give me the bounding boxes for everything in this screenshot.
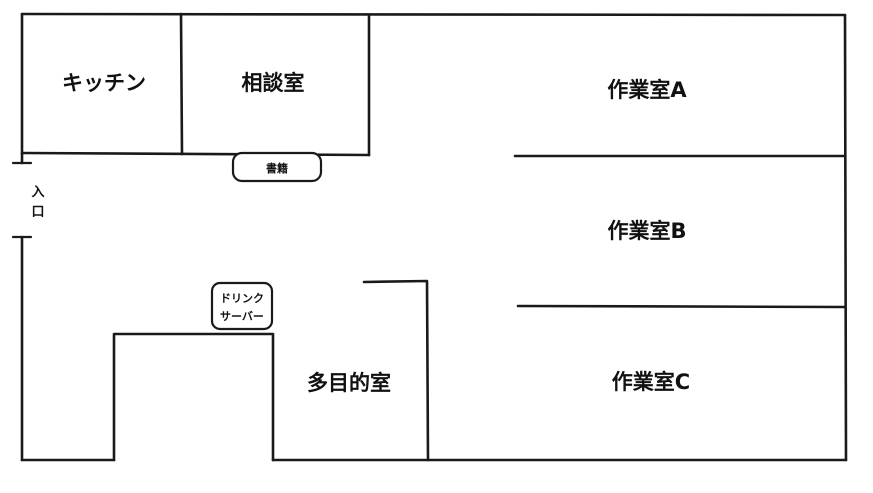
room-label-workroom-a: 作業室A <box>607 78 687 102</box>
entrance-label-char2: 口 <box>31 205 44 220</box>
outer-wall-top <box>20 12 847 17</box>
entrance-label-char1: 入 <box>31 185 44 200</box>
room-label-kitchen: キッチン <box>62 71 146 95</box>
bookshelf-label: 書籍 <box>266 161 288 175</box>
outer-wall-right <box>843 13 848 462</box>
multipurpose-partition <box>362 279 430 462</box>
bookshelf <box>231 151 323 183</box>
room-label-consultation: 相談室 <box>242 71 305 95</box>
kitchen-consultation-divider <box>179 12 184 156</box>
drink-server-label-line2: サーバー <box>220 310 264 323</box>
room-label-workroom-c: 作業室C <box>612 370 690 394</box>
room-label-multipurpose: 多目的室 <box>307 371 391 395</box>
drink-server-label-line1: ドリンク <box>220 292 264 305</box>
recess-wall <box>112 332 275 462</box>
room-label-workroom-b: 作業室B <box>607 219 686 243</box>
drink-server <box>210 281 274 331</box>
workroom-divider-bc <box>516 304 847 309</box>
